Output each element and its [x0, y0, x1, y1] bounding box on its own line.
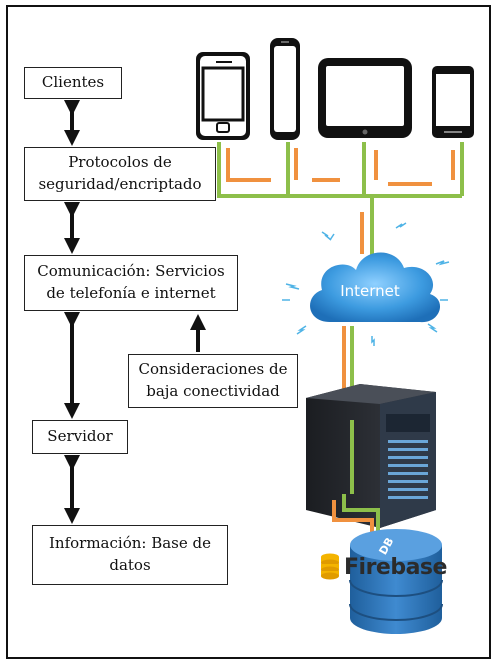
smartphone-icon: [196, 52, 250, 140]
orange-link-device1: [226, 148, 271, 182]
servidor-label: Servidor: [47, 427, 113, 446]
comunicacion-label-line2: de telefonía e internet: [46, 284, 216, 302]
informacion-box: Información: Base de datos: [32, 525, 228, 585]
android-phone-icon: [432, 66, 474, 138]
protocolos-label-line2: seguridad/encriptado: [38, 175, 202, 193]
consideraciones-label-line1: Consideraciones de: [138, 360, 288, 379]
consideraciones-box: Consideraciones de baja conectividad: [128, 354, 298, 408]
firebase-logo-icon: [321, 553, 339, 580]
server-icon: [306, 384, 436, 528]
database-icon: DB: [349, 529, 443, 634]
informacion-label-line2: datos: [109, 556, 151, 574]
clientes-label: Clientes: [41, 73, 105, 92]
green-link-device1: [217, 142, 462, 198]
slim-phone-icon: [270, 38, 300, 140]
protocolos-box: Protocolos de seguridad/encriptado: [24, 147, 216, 201]
protocolos-label-line1: Protocolos de: [68, 153, 172, 172]
informacion-label-line1: Información: Base de: [48, 534, 211, 553]
comunicacion-label-line1: Comunicación: Servicios: [37, 262, 225, 281]
cloud-icon: Internet: [310, 252, 441, 323]
comunicacion-box: Comunicación: Servicios de telefonía e i…: [24, 255, 238, 311]
signal-sparkles: [282, 222, 450, 346]
green-link-server-db: [342, 420, 380, 540]
clientes-box: Clientes: [24, 67, 122, 99]
consideraciones-label-line2: baja conectividad: [146, 382, 280, 400]
firebase-label: Firebase: [344, 555, 447, 580]
tablet-icon: [318, 58, 412, 138]
servidor-box: Servidor: [32, 420, 128, 454]
diagram-frame: [6, 5, 491, 659]
internet-label: Internet: [340, 282, 400, 300]
